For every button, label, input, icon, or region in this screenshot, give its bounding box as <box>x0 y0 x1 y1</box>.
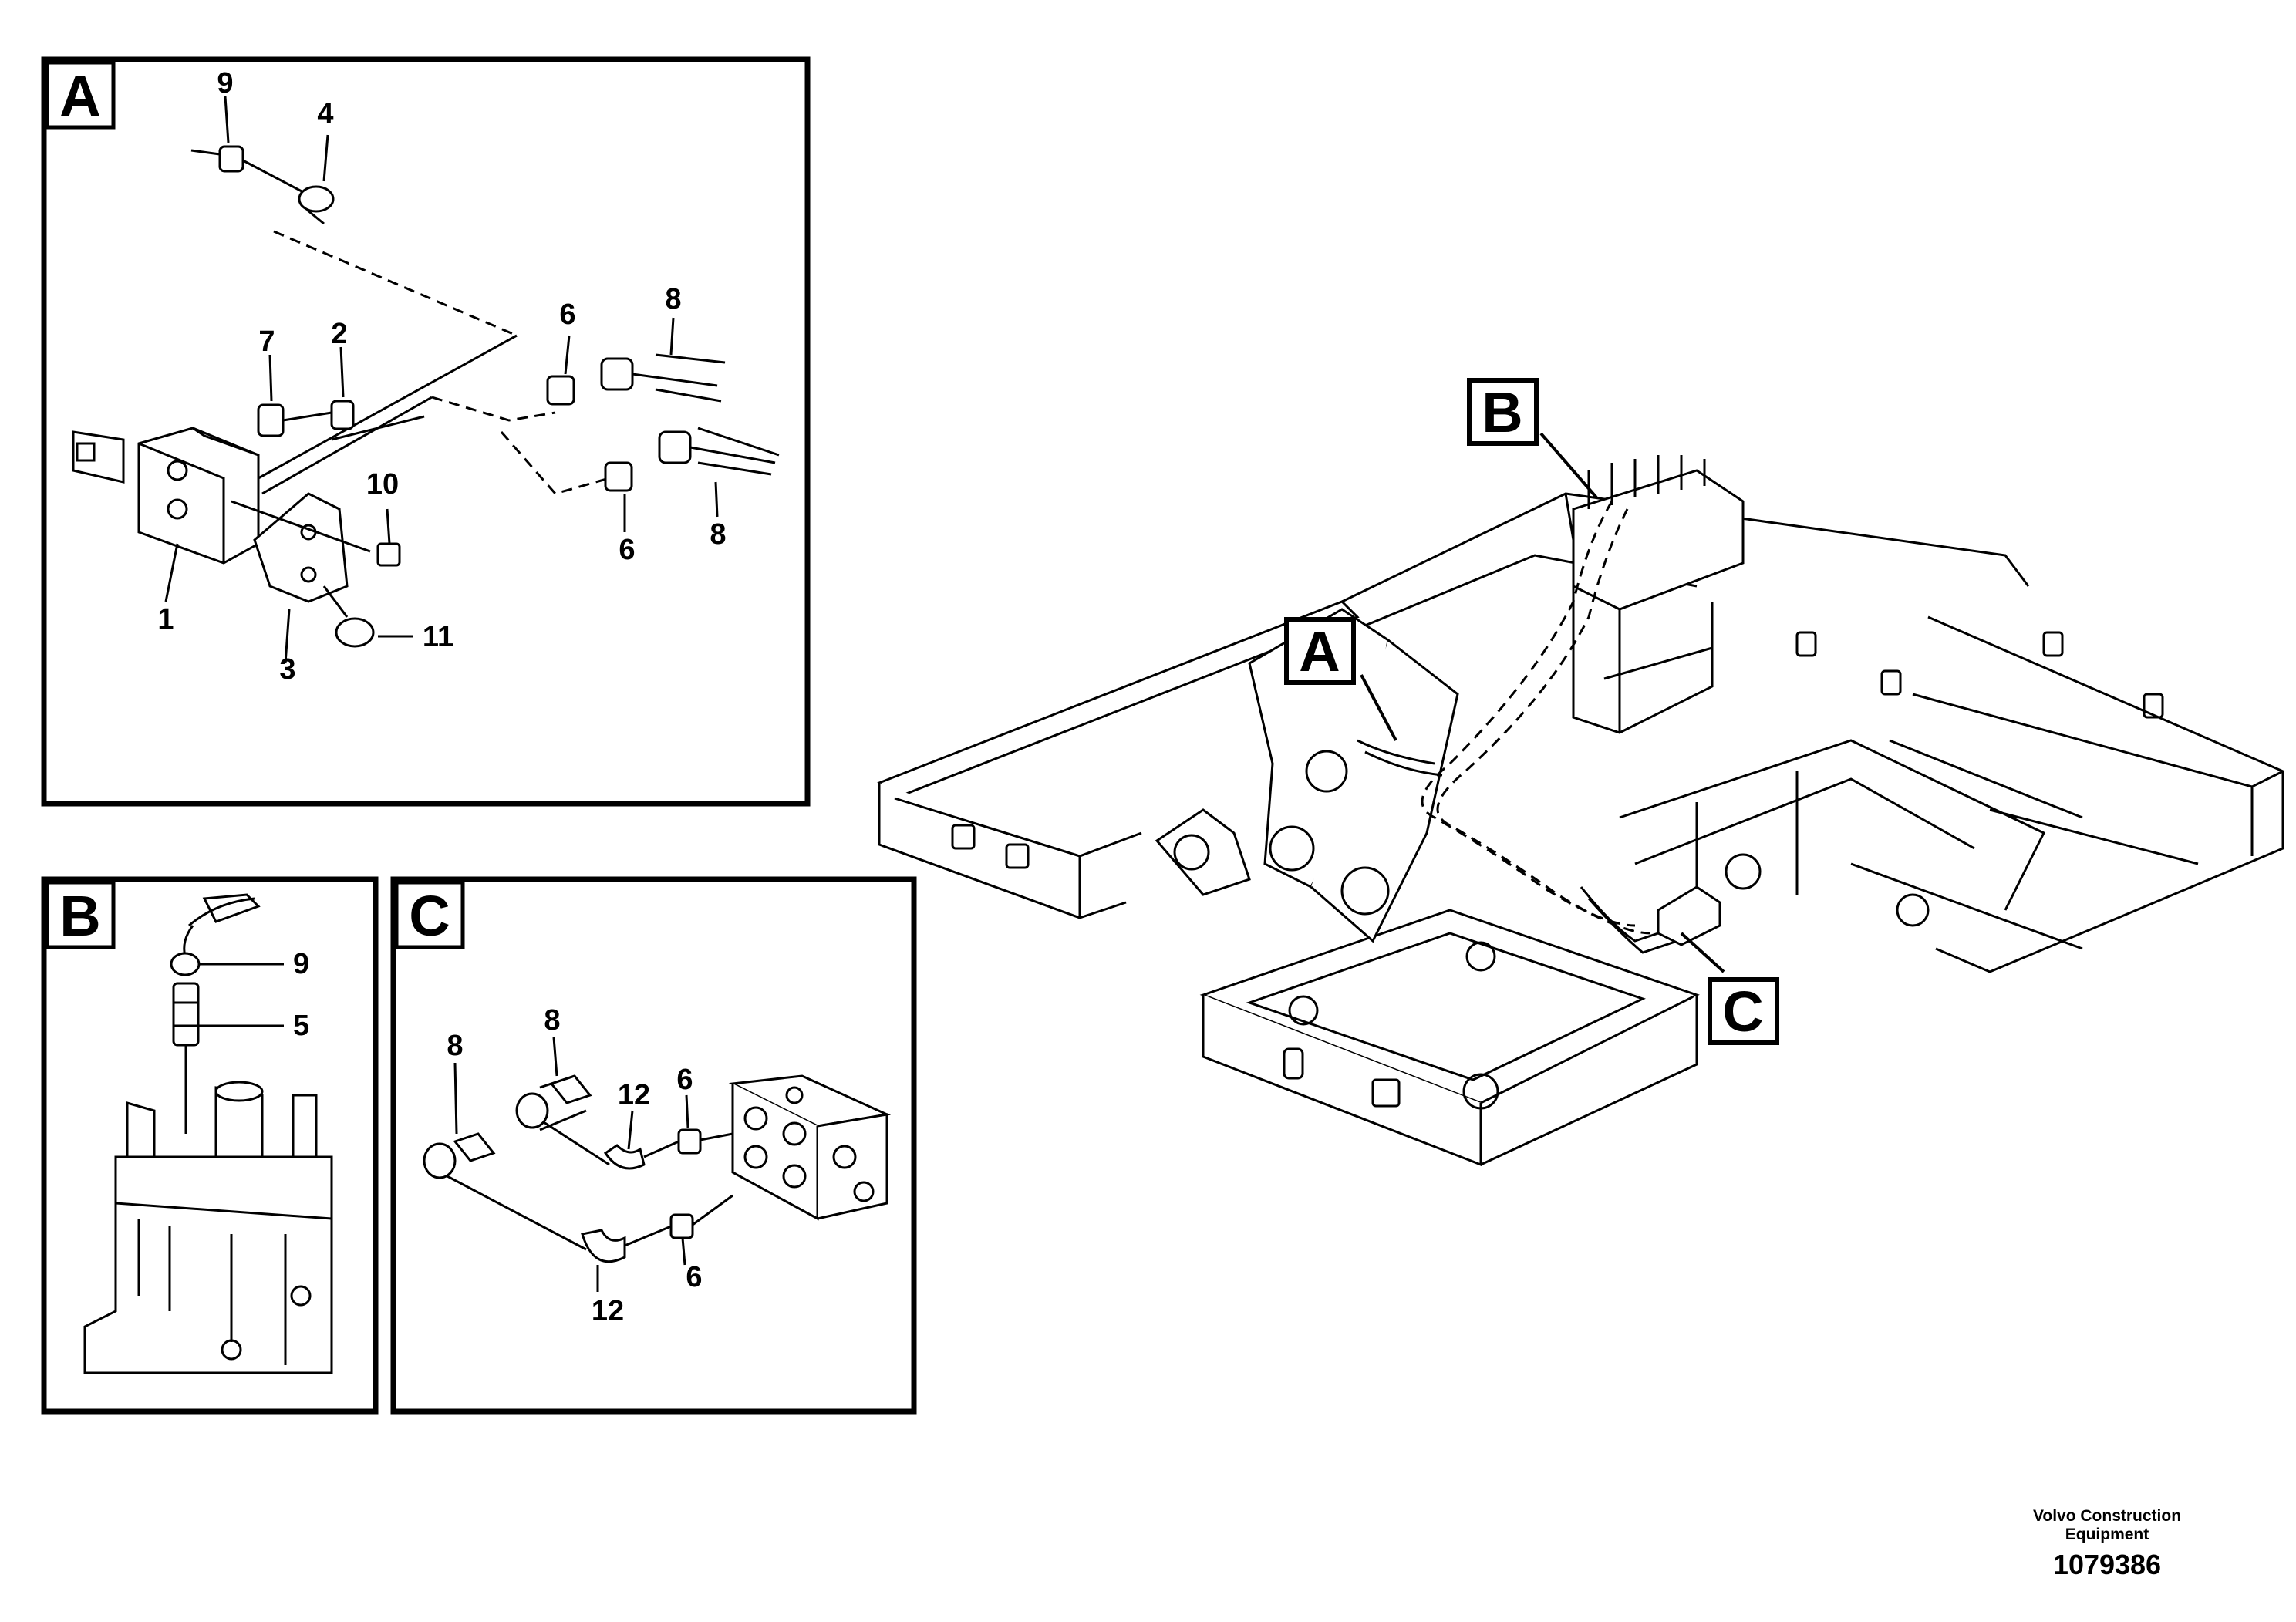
view-c-callout-6-lower: 6 <box>686 1261 702 1293</box>
view-a-callout-7: 7 <box>258 325 275 358</box>
view-c-letter: C <box>409 884 450 948</box>
view-c-callout-6-upper: 6 <box>676 1064 693 1096</box>
view-a: A <box>41 56 811 807</box>
view-a-callout-4: 4 <box>317 98 333 130</box>
view-c-callout-8-lower: 8 <box>447 1030 463 1062</box>
main-assembly <box>877 432 2284 1167</box>
view-b: B 9 5 <box>41 876 379 1415</box>
view-a-callout-2: 2 <box>331 318 347 350</box>
view-a-callout-6-lower: 6 <box>619 534 635 566</box>
view-a-callout-10: 10 <box>366 468 399 501</box>
view-ref-b-letter: B <box>1482 380 1522 444</box>
view-c: C <box>390 876 917 1415</box>
brand-name: Volvo Construction Equipment <box>2032 1507 2182 1543</box>
view-ref-a: A <box>1284 617 1356 685</box>
view-ref-c-letter: C <box>1722 980 1763 1044</box>
view-a-callout-8-upper: 8 <box>665 283 681 315</box>
view-a-callout-1: 1 <box>157 603 174 636</box>
view-a-callout-9: 9 <box>217 67 233 99</box>
view-b-callout-9: 9 <box>293 948 309 980</box>
view-c-callout-12-upper: 12 <box>618 1079 650 1111</box>
view-ref-a-letter: A <box>1299 619 1340 683</box>
view-a-callout-8-lower: 8 <box>710 518 726 551</box>
document-number: 1079386 <box>2052 1549 2162 1580</box>
footer: Volvo Construction Equipment 1079386 <box>1991 0 2223 1622</box>
view-c-callout-8-upper: 8 <box>544 1004 560 1037</box>
view-ref-b: B <box>1467 378 1539 446</box>
view-c-callout-12-lower: 12 <box>592 1295 624 1327</box>
view-ref-c: C <box>1708 977 1779 1045</box>
view-a-callout-6-upper: 6 <box>559 298 575 331</box>
view-a-letter: A <box>59 64 100 128</box>
view-b-callout-5: 5 <box>293 1010 309 1042</box>
view-a-callout-3: 3 <box>279 653 295 686</box>
view-b-letter: B <box>59 884 100 948</box>
view-a-callout-11: 11 <box>423 621 453 653</box>
